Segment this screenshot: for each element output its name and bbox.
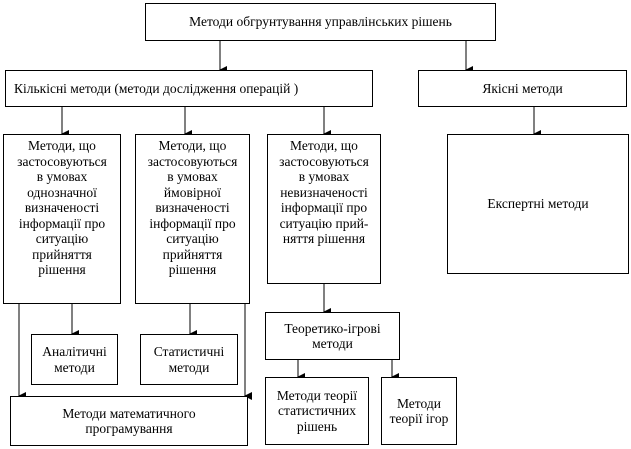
- node-root-label: Методи обгрунтування управлінських рішен…: [189, 14, 452, 30]
- node-certainty-methods: Методи, що застосовуються в умовах одноз…: [3, 134, 121, 304]
- node-analytical-methods: Аналітичні методи: [31, 334, 118, 385]
- node-uncertainty-methods-label: Методи, що застосовуються в умовах невиз…: [279, 138, 369, 246]
- node-qualitative-methods: Якісні методи: [418, 70, 627, 107]
- node-stat-decision-theory-methods-label: Методи теорії статистичних рішень: [276, 387, 358, 434]
- node-uncertainty-methods: Методи, що застосовуються в умовах невиз…: [267, 134, 381, 284]
- node-quantitative-methods-label: Кількісні методи (методи дослідження опе…: [14, 80, 299, 96]
- node-analytical-methods-label: Аналітичні методи: [42, 344, 107, 375]
- node-game-theory-methods-label: Методи теорії ігор: [389, 395, 449, 427]
- node-expert-methods: Експертні методи: [447, 134, 629, 274]
- node-game-theoretic-methods-label: Теоретико-ігрові методи: [284, 320, 381, 352]
- node-game-theoretic-methods: Теоретико-ігрові методи: [265, 312, 400, 360]
- node-game-theory-methods: Методи теорії ігор: [381, 377, 457, 445]
- node-math-programming-methods-label: Методи математичного програмування: [62, 405, 196, 437]
- node-expert-methods-label: Експертні методи: [487, 196, 589, 212]
- node-statistical-methods: Статистичні методи: [140, 334, 238, 385]
- node-quantitative-methods: Кількісні методи (методи дослідження опе…: [5, 70, 373, 107]
- node-certainty-methods-label: Методи, що застосовуються в умовах одноз…: [17, 138, 107, 277]
- node-math-programming-methods: Методи математичного програмування: [10, 396, 248, 446]
- node-statistical-methods-label: Статистичні методи: [153, 344, 225, 375]
- node-root: Методи обгрунтування управлінських рішен…: [145, 3, 496, 41]
- node-probabilistic-methods: Методи, що застосовуються в умовах ймові…: [135, 134, 250, 304]
- node-qualitative-methods-label: Якісні методи: [482, 80, 563, 96]
- node-stat-decision-theory-methods: Методи теорії статистичних рішень: [265, 377, 369, 445]
- node-probabilistic-methods-label: Методи, що застосовуються в умовах ймові…: [147, 138, 238, 277]
